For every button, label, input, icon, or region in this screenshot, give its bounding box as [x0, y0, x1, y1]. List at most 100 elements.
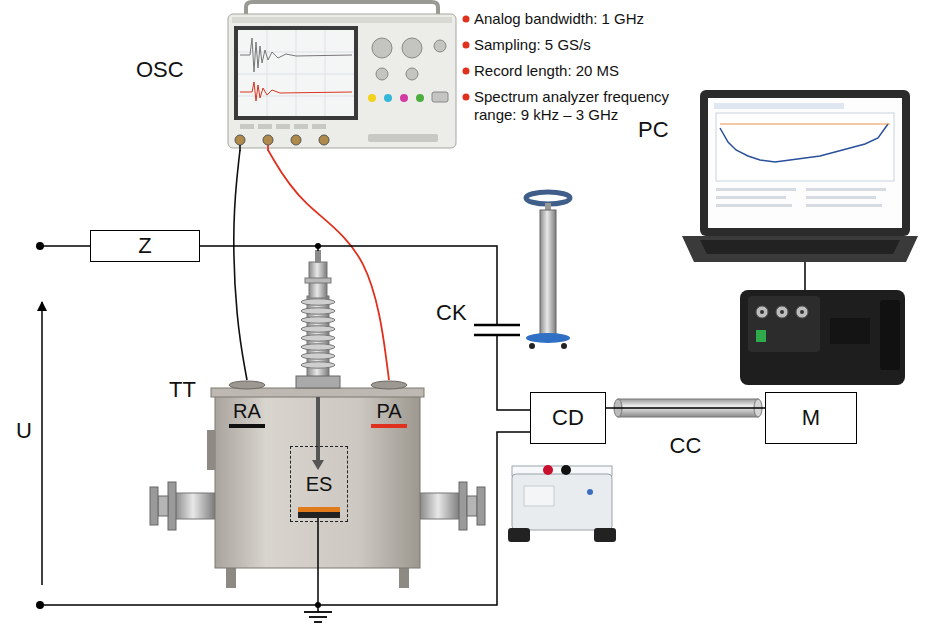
- antenna-sensor: RA: [225, 380, 269, 422]
- oscilloscope-drawing: [432, 92, 448, 102]
- instrument-drawing: [776, 306, 788, 318]
- oscilloscope-drawing: [376, 68, 388, 80]
- voltage-divider-drawing: [526, 333, 570, 343]
- node-label: RA: [233, 400, 261, 422]
- test-tank-drawing: [420, 493, 460, 519]
- oscilloscope-drawing: [232, 17, 452, 23]
- laptop-drawing: [700, 90, 910, 236]
- coupling-device: CD: [530, 392, 606, 444]
- bullet-dot: [463, 16, 470, 23]
- test-tank-drawing: [175, 493, 215, 519]
- node-label: M: [802, 406, 820, 430]
- oscilloscope-drawing: [235, 135, 245, 145]
- capacitor-label: CK: [436, 300, 467, 326]
- oscilloscope-drawing: [240, 124, 254, 129]
- coupling-device-drawing: [543, 465, 553, 475]
- oscilloscope-drawing: [258, 124, 272, 129]
- voltage-label: U: [16, 418, 32, 444]
- oscilloscope-drawing: [406, 68, 418, 80]
- electrode-system: ES: [290, 446, 348, 522]
- bushing-drawing: [301, 335, 335, 341]
- laptop-drawing: [806, 196, 876, 199]
- circuit-wire: [36, 242, 805, 622]
- oscilloscope-drawing: [263, 135, 273, 145]
- spec-note: Sampling: 5 GS/s: [474, 36, 714, 54]
- voltage-arrow: [41, 302, 43, 585]
- bushing-drawing: [301, 353, 335, 359]
- node-label: Z: [138, 234, 151, 258]
- voltage-label: U: [16, 418, 32, 444]
- laptop-drawing: [700, 240, 900, 254]
- instrument-drawing: [880, 300, 900, 370]
- circuit-wire: [40, 432, 531, 605]
- voltage-divider-drawing: [529, 343, 535, 349]
- coupling-device-drawing: [594, 528, 616, 542]
- electrode-drawing: [298, 507, 340, 512]
- bushing-drawing: [301, 299, 335, 305]
- capacitor-symbol: [489, 326, 505, 334]
- test-tank-drawing: [168, 482, 176, 530]
- voltage-divider-drawing: [526, 192, 570, 204]
- laptop-drawing: [708, 98, 902, 228]
- laptop-drawing: [806, 188, 886, 191]
- electrode-drawing: [298, 512, 340, 518]
- test-tank-drawing: [207, 430, 215, 470]
- oscilloscope-drawing: [312, 124, 326, 129]
- coupling-device-drawing: [524, 486, 554, 506]
- oscilloscope-drawing: [319, 135, 329, 145]
- bullet-dot: [463, 68, 470, 75]
- oscilloscope-drawing: [234, 26, 358, 120]
- spec-note: Analog bandwidth: 1 GHz: [474, 10, 714, 28]
- oscilloscope-cable: [268, 150, 389, 380]
- circuit-wire: [304, 611, 332, 613]
- oscilloscope-drawing: [240, 82, 352, 101]
- laptop-drawing: [716, 196, 786, 199]
- test-tank-drawing: [150, 487, 158, 525]
- laptop-drawing: [720, 124, 890, 125]
- spec-note: Record length: 20 MS: [474, 62, 714, 80]
- spec-note: Record length: 20 MS: [474, 62, 714, 80]
- node-label: OSC: [136, 58, 184, 82]
- oscilloscope-drawing: [296, 30, 297, 116]
- circuit-wire: [36, 601, 44, 609]
- oscilloscope: OSC: [228, 8, 456, 150]
- instrument-drawing: [780, 310, 784, 314]
- oscilloscope-drawing: [238, 30, 354, 116]
- bushing-drawing: [301, 362, 335, 368]
- instrument-drawing: [756, 330, 766, 342]
- oscilloscope-drawing: [402, 38, 422, 58]
- measuring-instrument: M: [765, 392, 857, 444]
- laptop-drawing: [682, 90, 918, 262]
- test-tank-drawing: [399, 568, 409, 588]
- voltage-divider-drawing: [526, 192, 570, 349]
- circuit-wire: [200, 246, 530, 410]
- oscilloscope-drawing: [368, 134, 438, 142]
- bushing-drawing: [301, 308, 335, 314]
- circuit-wire: [309, 616, 327, 618]
- oscilloscope-drawing: [400, 94, 408, 102]
- instrument-drawing: [830, 318, 870, 344]
- cable-label: CC: [667, 434, 705, 458]
- circuit-wire: [36, 242, 44, 250]
- test-tank-drawing: [371, 424, 407, 428]
- oscilloscope-drawing: [291, 135, 301, 145]
- oscilloscope-drawing: [384, 94, 392, 102]
- spec-note: Spectrum analyzer frequency range: 9 kHz…: [474, 88, 714, 124]
- circuit-wire: [40, 245, 90, 247]
- bushing-drawing: [305, 278, 331, 283]
- laptop-drawing: [720, 124, 888, 162]
- bullet-dot: [463, 16, 470, 101]
- spec-note: Spectrum analyzer frequency range: 9 kHz…: [474, 88, 714, 124]
- instrument-drawing: [740, 290, 905, 385]
- bushing-drawing: [315, 250, 321, 263]
- oscilloscope-drawing: [294, 124, 308, 129]
- oscilloscope-drawing: [372, 38, 392, 58]
- bullet-dot: [463, 42, 470, 49]
- coupling-device-drawing: [512, 474, 612, 530]
- bullet-dot: [463, 94, 470, 101]
- spec-note: Sampling: 5 GS/s: [474, 36, 714, 54]
- circuit-wire: [314, 621, 322, 623]
